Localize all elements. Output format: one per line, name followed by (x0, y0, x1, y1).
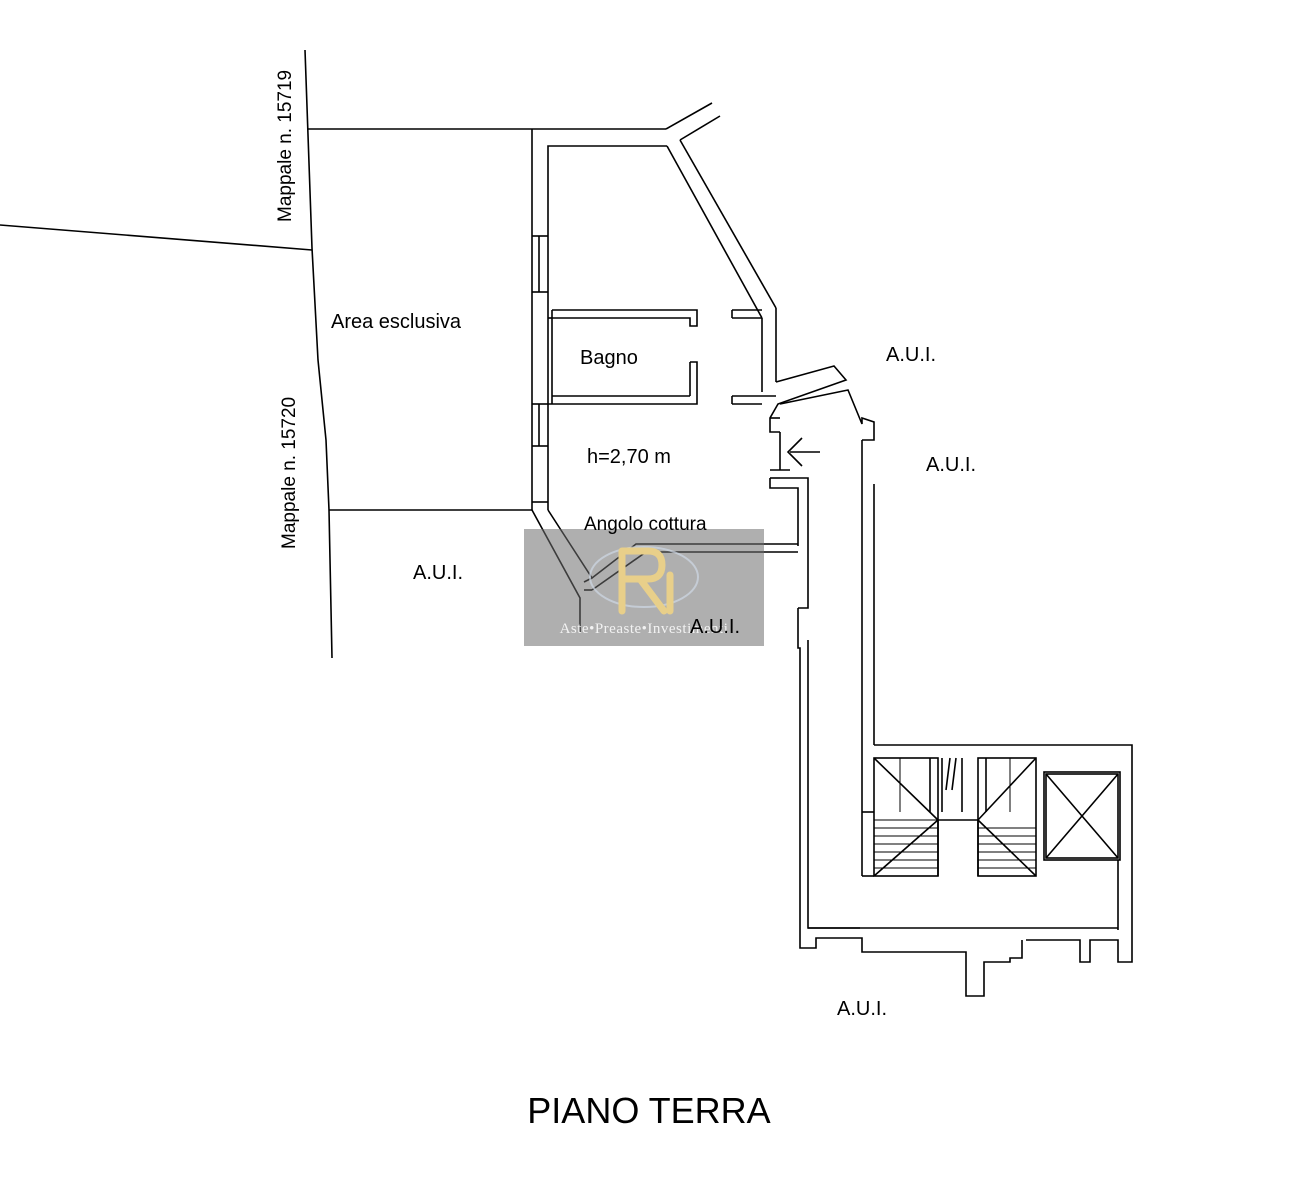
label-aui: A.U.I. (886, 344, 937, 366)
watermark-text: Aste•Preaste•Investimenti (559, 621, 729, 637)
page-title: PIANO TERRA (527, 1090, 771, 1131)
label-aui: A.U.I. (837, 998, 888, 1020)
label-aui: A.U.I. (926, 454, 977, 476)
label-bagno: Bagno (580, 347, 638, 369)
label-aui: A.U.I. (413, 562, 464, 584)
label-aui: A.U.I. (690, 616, 741, 638)
label-height: h=2,70 m (587, 446, 671, 468)
watermark: Aste•Preaste•Investimenti (524, 529, 764, 646)
watermark-logo-icon (589, 546, 699, 615)
label-area-esclusiva: Area esclusiva (331, 311, 462, 333)
label-angolo-cottura: Angolo cottura (584, 514, 707, 535)
label-mappale-15719: Mappale n. 15719 (275, 69, 296, 222)
label-mappale-15720: Mappale n. 15720 (279, 396, 300, 549)
property-boundaries (0, 49, 721, 659)
